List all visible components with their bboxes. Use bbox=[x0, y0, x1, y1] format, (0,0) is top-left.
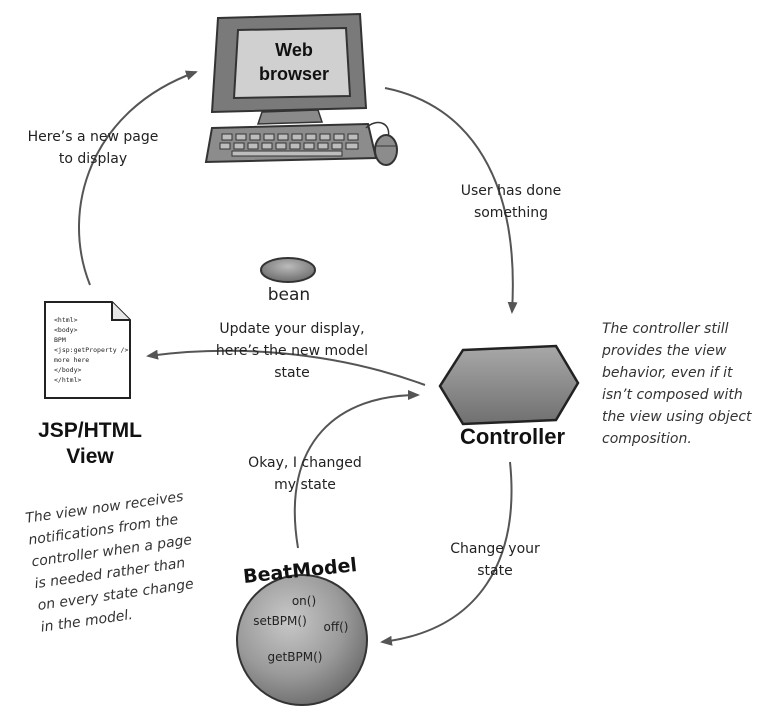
controller-icon bbox=[438, 344, 580, 426]
jsp-page-icon bbox=[44, 301, 131, 399]
jsp-code-line: <body> bbox=[54, 326, 78, 334]
web-browser-label: Web browser bbox=[240, 38, 348, 86]
controller-note-line3: behavior, even if it bbox=[602, 365, 733, 381]
arrow-controller-to-view bbox=[146, 349, 426, 386]
bean-label: bean bbox=[267, 285, 311, 305]
controller-note-line1: The controller still bbox=[602, 321, 729, 337]
jsp-code-line: <jsp:getProperty /> bbox=[54, 346, 129, 354]
method-off: off() bbox=[323, 620, 349, 634]
label-update-display-line3: state bbox=[274, 365, 310, 381]
label-user-done-line2: something bbox=[473, 205, 549, 221]
web-browser-label-line1: Web bbox=[275, 40, 313, 60]
arrow-browser-to-controller bbox=[384, 87, 518, 314]
method-set-bpm: setBPM() bbox=[253, 614, 307, 628]
jsp-code-block: <html> <body> BPM <jsp:getProperty /> mo… bbox=[54, 315, 130, 385]
jsp-view-label-line1: JSP/HTML bbox=[38, 419, 142, 442]
label-changed-state-line1: Okay, I changed bbox=[248, 455, 362, 471]
label-new-page: Here’s a new page to display bbox=[18, 126, 168, 170]
label-change-state-line1: Change your bbox=[450, 541, 540, 557]
label-changed-state-line2: my state bbox=[274, 477, 336, 493]
label-new-page-line2: to display bbox=[58, 151, 128, 167]
web-browser-icon bbox=[204, 12, 398, 166]
arrow-model-to-controller bbox=[293, 390, 420, 549]
label-update-display: Update your display, here’s the new mode… bbox=[202, 318, 382, 384]
jsp-view-label-line2: View bbox=[66, 445, 114, 468]
arrow-jsp-to-browser bbox=[78, 70, 198, 286]
label-update-display-line1: Update your display, bbox=[219, 321, 365, 337]
jsp-code-line: <html> bbox=[54, 316, 78, 324]
label-user-done: User has done something bbox=[446, 180, 576, 224]
jsp-code-line: </body> bbox=[54, 366, 82, 374]
jsp-code-line: BPM bbox=[54, 336, 66, 344]
label-changed-state: Okay, I changed my state bbox=[240, 452, 370, 496]
jsp-code-line: </html> bbox=[54, 376, 82, 384]
controller-label: Controller bbox=[459, 424, 566, 449]
label-update-display-line2: here’s the new model bbox=[215, 343, 369, 359]
label-change-state-line2: state bbox=[477, 563, 513, 579]
label-change-state: Change your state bbox=[440, 538, 550, 582]
controller-note-line2: provides the view bbox=[602, 343, 727, 359]
arrow-controller-to-model bbox=[380, 461, 513, 646]
jsp-code-line: more here bbox=[54, 356, 90, 364]
method-on: on() bbox=[291, 594, 317, 608]
bean-icon bbox=[260, 257, 316, 283]
controller-note-line5: the view using object bbox=[602, 409, 752, 425]
label-user-done-line1: User has done bbox=[460, 183, 562, 199]
beat-model-icon bbox=[236, 574, 368, 706]
label-new-page-line1: Here’s a new page bbox=[27, 129, 159, 145]
method-get-bpm: getBPM() bbox=[267, 650, 323, 664]
controller-note: The controller still provides the view b… bbox=[602, 318, 757, 450]
view-note: The view now receives notifications from… bbox=[24, 483, 221, 639]
web-browser-label-line2: browser bbox=[258, 64, 330, 84]
jsp-view-label: JSP/HTML View bbox=[20, 418, 160, 470]
controller-note-line4: isn’t composed with bbox=[602, 387, 743, 403]
controller-note-line6: composition. bbox=[602, 431, 692, 447]
